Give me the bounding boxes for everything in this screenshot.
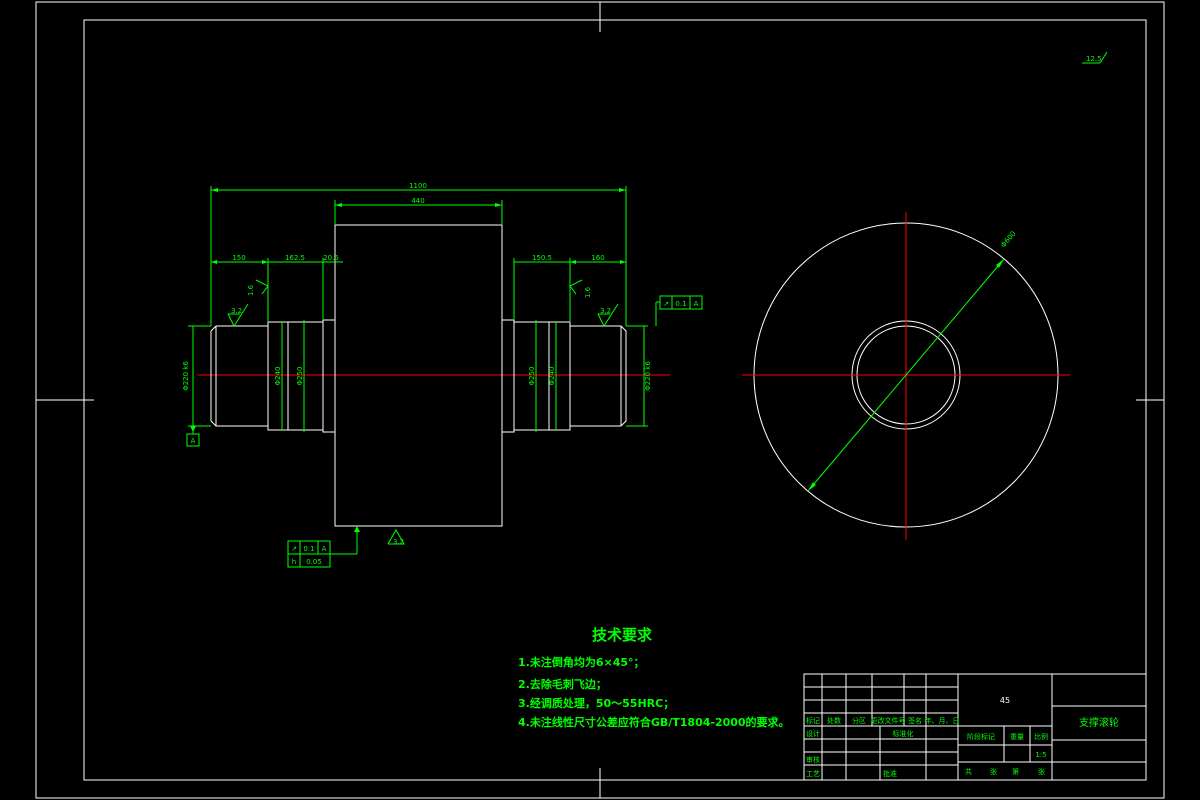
datum-label: A: [191, 437, 196, 445]
material-value: 45: [1000, 696, 1010, 705]
scale-value: 1:5: [1035, 751, 1046, 759]
dia-right-end: Φ220 k6: [644, 361, 652, 391]
dimension-arrows: [211, 188, 626, 264]
dim-right-journal: 160: [591, 254, 604, 262]
header-cell-1: 处数: [827, 716, 841, 725]
side-view: Φ600: [742, 212, 1070, 540]
label-review: 审核: [806, 755, 820, 764]
datum-triangle: [190, 426, 196, 432]
tol-bottom-symbol-2: h: [292, 558, 296, 566]
label-scale: 比例: [1034, 732, 1048, 741]
header-cell-4: 签名: [908, 716, 922, 725]
tolerance-frame-bottom: [287, 530, 358, 568]
sheet-label-0: 共: [965, 767, 972, 776]
note-1: 1.未注倒角均为6×45°；: [518, 655, 645, 669]
dim-left-step: 20.5: [323, 254, 339, 262]
dia-right-collar: Φ250: [528, 367, 536, 386]
technical-notes: 技术要求 1.未注倒角均为6×45°； 2.去除毛刺飞边； 3.经调质处理，50…: [518, 626, 790, 729]
header-cell-3: 更改文件号: [871, 716, 906, 725]
part-name: 支撑滚轮: [1079, 716, 1119, 729]
tol-bottom-value-1: 0.1: [303, 545, 314, 553]
dim-right-shoulder: 150.5: [532, 254, 552, 262]
roughness-right-end: 3.2: [600, 307, 611, 315]
dia-left-shoulder: Φ240: [274, 367, 282, 386]
header-cell-0: 标记: [806, 716, 820, 725]
shaft-outline: [210, 224, 627, 527]
tol-right-symbol: ↗: [663, 300, 669, 308]
corner-roughness-symbol: 12.5: [1082, 51, 1108, 64]
dia-right-shoulder: Φ240: [548, 367, 556, 386]
label-approve: 批准: [883, 769, 897, 778]
tol-right-value: 0.1: [675, 300, 686, 308]
side-diameter-label: Φ600: [999, 230, 1017, 250]
dim-drum-length: 440: [411, 197, 424, 205]
label-process: 工艺: [806, 770, 820, 778]
note-3: 3.经调质处理，50～55HRC；: [518, 696, 674, 710]
side-diameter-arrow-2: [808, 482, 816, 491]
title-block: 45 支撑滚轮 标记 处数 分区 更改文件号 签名 年、月、日 设计 标准化 审…: [803, 673, 1147, 781]
dim-left-shoulder: 162.5: [285, 254, 305, 262]
tol-bottom-symbol-1: ↗: [291, 545, 297, 553]
header-cell-2: 分区: [852, 716, 866, 725]
tol-bottom-value-2: 0.05: [306, 558, 322, 566]
side-diameter-arrow-1: [996, 259, 1004, 268]
dim-left-journal: 150: [232, 254, 245, 262]
label-standardization: 标准化: [893, 729, 914, 738]
corner-roughness-value: 12.5: [1086, 55, 1102, 63]
roughness-right-shoulder: 1.6: [584, 286, 592, 298]
dia-left-collar: Φ250: [296, 367, 304, 386]
sheet-label-2: 第: [1012, 767, 1019, 776]
roughness-left-shoulder: 1.6: [247, 284, 255, 296]
header-cell-5: 年、月、日: [925, 716, 960, 725]
tol-right-datum: A: [694, 300, 699, 308]
roughness-symbols: [227, 279, 619, 545]
sheet-label-3: 张: [1038, 767, 1045, 776]
dimension-lines: [188, 186, 648, 432]
tol-bottom-datum-1: A: [322, 545, 327, 553]
notes-title: 技术要求: [592, 626, 653, 644]
label-weight: 重量: [1010, 733, 1024, 741]
roughness-left-end: 3.2: [231, 307, 242, 315]
side-diameter-line: [807, 258, 1005, 492]
sheet-label-1: 张: [990, 767, 997, 776]
front-view: 1100 440 150 162.5 20.5 150.5 160 Φ220 k…: [182, 182, 703, 568]
centering-marks: [36, 2, 1164, 798]
dia-left-end: Φ220 k6: [182, 361, 190, 391]
label-design: 设计: [806, 729, 820, 738]
note-4: 4.未注线性尺寸公差应符合GB/T1804-2000的要求。: [518, 715, 790, 729]
dim-overall-length: 1100: [409, 182, 427, 190]
label-stage: 阶段标记: [967, 732, 995, 741]
tol-bottom-arrow: [354, 526, 360, 532]
tolerance-frame-right: [655, 295, 703, 326]
roughness-drum-bottom: 3.2: [393, 538, 404, 546]
note-2: 2.去除毛刺飞边；: [518, 677, 607, 691]
